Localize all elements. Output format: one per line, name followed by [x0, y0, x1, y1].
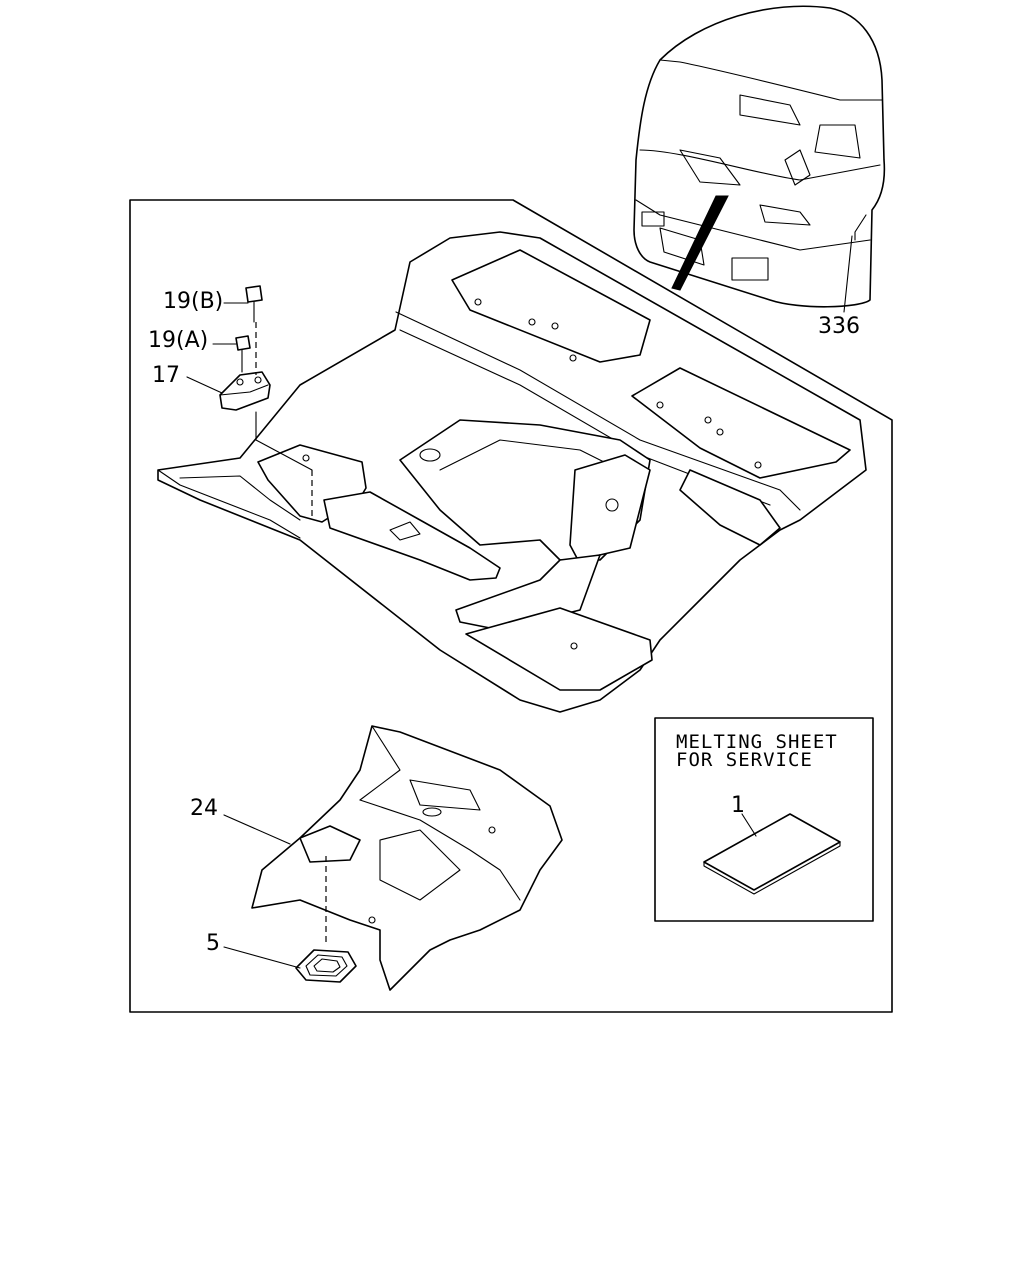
- pad-hole: [302, 454, 310, 462]
- main-frame-border: [129, 199, 893, 1013]
- bracket-17: [219, 371, 271, 411]
- service-box-frame: [654, 717, 874, 922]
- rear-pad-hole: [656, 401, 664, 409]
- cab-windshield-base: [639, 149, 881, 181]
- bracket-17-edge: [219, 384, 269, 396]
- pad-cutout: [389, 521, 421, 541]
- bracket-17-hole: [254, 376, 262, 384]
- cab-headlight-right: [731, 257, 769, 281]
- part-24-flange: [359, 725, 401, 801]
- leader-336: [843, 235, 853, 313]
- part-24-outline: [251, 725, 563, 991]
- cab-roof-edge: [659, 59, 883, 101]
- callout-17: 17: [152, 363, 180, 388]
- rear-pad-hole: [551, 322, 559, 330]
- rear-pad-hole: [569, 354, 577, 362]
- rear-pad-hole: [528, 318, 536, 326]
- part-24-hole: [488, 826, 496, 834]
- cab-roof-panel: [739, 94, 801, 126]
- rear-sound-pad-right: [631, 367, 851, 479]
- part-24-opening: [299, 825, 361, 863]
- rear-pad-hole: [474, 298, 482, 306]
- grommet-5: [223, 946, 357, 983]
- cab-floor-panel: [679, 149, 741, 186]
- rear-pad-hole: [704, 416, 712, 424]
- bolt-19b-head: [245, 285, 263, 303]
- melting-sheet-thickness: [703, 841, 841, 895]
- grommet-5-core: [313, 958, 341, 973]
- part-24-pad: [409, 779, 481, 811]
- bracket-17-assembly: [186, 285, 313, 516]
- grommet-5-outer: [295, 949, 357, 983]
- cab-bumper-line: [635, 199, 871, 251]
- cab-pointer-arrow: [671, 195, 729, 291]
- rear-crossmember: [395, 311, 801, 511]
- cab-floor-panel-3: [784, 149, 811, 186]
- callout-1: 1: [731, 793, 745, 818]
- service-box-title-line2: FOR SERVICE: [676, 749, 813, 771]
- cab-mirror: [854, 214, 867, 241]
- melting-sheet: [703, 813, 841, 891]
- left-sill-edge: [157, 469, 301, 539]
- cab-grille: [659, 227, 705, 266]
- callout-19a: 19(A): [148, 328, 208, 353]
- callout-24: 24: [190, 796, 218, 821]
- part-24-ridge: [359, 799, 521, 901]
- tunnel-hole: [419, 448, 441, 462]
- cab-headlight-left: [641, 211, 665, 227]
- rear-sound-pad-left: [451, 249, 651, 363]
- callout-19b: 19(B): [163, 289, 223, 314]
- front-pad-right: [465, 607, 653, 691]
- floor-panel-24: [223, 725, 563, 991]
- rear-pad-hole: [716, 428, 724, 436]
- leader-17: [186, 376, 223, 394]
- melting-sheet-box: MELTING SHEET FOR SERVICE: [654, 717, 874, 922]
- bracket-17-hole: [236, 378, 244, 386]
- cab-body: [633, 5, 886, 308]
- part-24-hole: [422, 807, 442, 817]
- rear-pad-hole: [754, 461, 762, 469]
- leader-24: [223, 814, 291, 845]
- service-box-title-line1: MELTING SHEET: [676, 731, 838, 753]
- callout-336: 336: [818, 314, 860, 339]
- part-24-hole: [368, 916, 376, 924]
- tunnel-pad-hole: [605, 498, 619, 512]
- grommet-5-inner: [305, 954, 348, 977]
- part-24-tunnel: [379, 829, 461, 901]
- tunnel-sound-pad: [569, 454, 651, 561]
- cab-floor-panel-2: [759, 204, 811, 226]
- floor-panel-main: [157, 231, 867, 713]
- bolt-19a-head: [235, 335, 251, 351]
- pad-hole: [570, 642, 578, 650]
- leader-5: [223, 946, 301, 969]
- left-sill-inner: [179, 475, 301, 521]
- right-step-pad: [679, 469, 781, 546]
- leader-1: [741, 813, 757, 837]
- cab-overview: [633, 5, 886, 313]
- callout-5: 5: [206, 931, 220, 956]
- bracket-17-drop-line-2: [255, 439, 313, 471]
- cab-roof-panel-2: [814, 124, 861, 159]
